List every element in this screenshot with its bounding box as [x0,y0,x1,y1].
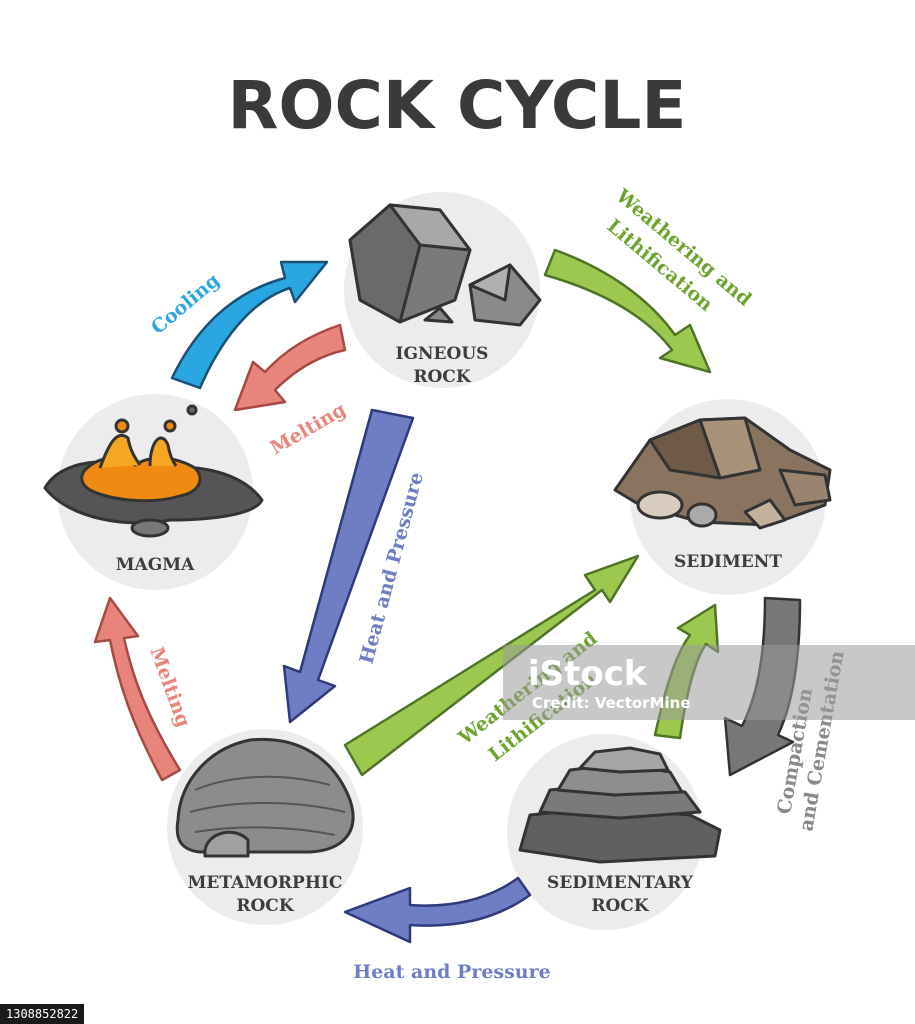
image-id-badge: 1308852822 [0,1004,85,1024]
cooling-arrow [170,260,329,390]
sedimentary-label-line2: ROCK [591,896,649,916]
igneous-rock-icon [348,203,542,327]
igneous-label-line2: ROCK [413,367,471,387]
watermark-brand: iStock [528,654,648,694]
weathering-top-arrow [543,248,712,374]
melting-left-label: Melting [145,644,194,730]
melting-left-arrow [93,596,182,782]
watermark-band [503,645,915,720]
metamorphic-label-line1: METAMORPHIC [188,873,343,893]
heat-pressure-center-arrow [282,408,415,724]
metamorphic-rock-icon [175,737,355,858]
heat-pressure-bottom-arrow [343,876,532,944]
magma-icon [43,404,264,538]
weathering-center-arrow [343,554,640,777]
melting-top-label: Melting [267,399,350,460]
sedimentary-rock-icon [518,746,722,864]
sediment-icon [613,416,832,530]
sediment-label: SEDIMENT [674,552,782,572]
sedimentary-label-line1: SEDIMENTARY [547,873,694,893]
page-title: ROCK CYCLE [228,67,687,144]
metamorphic-label-line2: ROCK [236,896,294,916]
igneous-label-line1: IGNEOUS [396,344,489,364]
melting-top-arrow [233,323,347,412]
watermark-credit: Credit: VectorMine [532,694,691,712]
heat-pressure-bottom-label: Heat and Pressure [353,961,550,983]
magma-label: MAGMA [116,555,195,575]
